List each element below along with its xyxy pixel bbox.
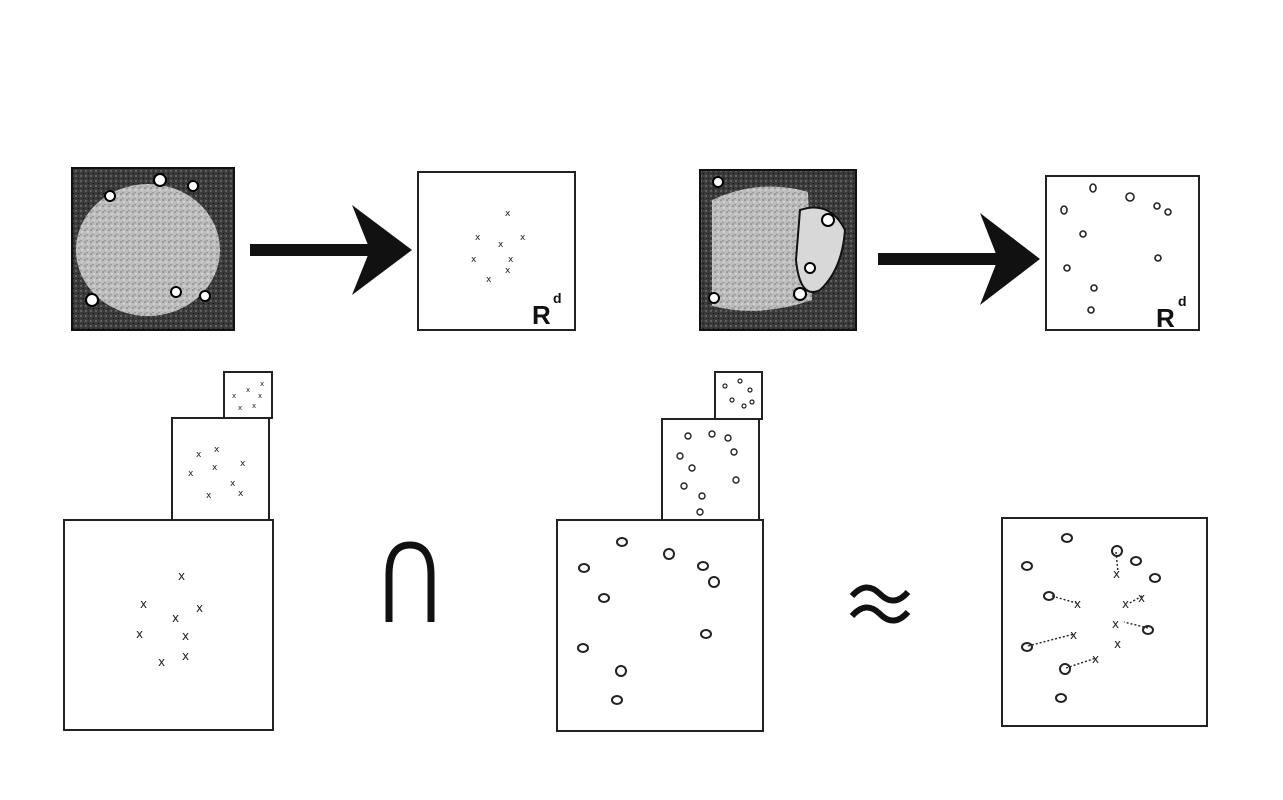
svg-text:x: x: [1122, 597, 1129, 611]
pyramid-middle-level-1-points: [676, 430, 740, 516]
svg-text:x: x: [206, 491, 212, 501]
svg-text:x: x: [212, 463, 218, 473]
feature-space-left: x x x x x x x x R d: [417, 171, 576, 331]
svg-text:R: R: [532, 300, 551, 330]
match-x-points: x x x x x x x x: [1070, 567, 1145, 666]
svg-text:x: x: [1112, 617, 1119, 631]
feature-points-o: [1060, 183, 1172, 314]
svg-text:x: x: [1070, 628, 1077, 642]
arrow-right-icon: [250, 205, 412, 295]
match-o-points: [1021, 533, 1161, 703]
svg-text:x: x: [505, 266, 511, 276]
svg-text:x: x: [182, 649, 189, 663]
space-label-rd-2: R d: [1156, 293, 1187, 333]
svg-text:x: x: [508, 255, 514, 265]
svg-text:x: x: [252, 402, 256, 410]
svg-text:x: x: [214, 445, 220, 455]
photo-right: [699, 169, 857, 331]
matching-result: x x x x x x x x: [1001, 517, 1208, 727]
pyramid-middle-level-0-points: [577, 537, 720, 705]
space-label-rd: R d: [532, 290, 562, 330]
svg-text:x: x: [471, 255, 477, 265]
svg-text:x: x: [258, 392, 262, 400]
svg-text:x: x: [1114, 637, 1121, 651]
svg-text:x: x: [196, 601, 203, 615]
photo-left: [71, 167, 235, 331]
svg-text:x: x: [238, 404, 242, 412]
svg-text:x: x: [475, 233, 481, 243]
svg-text:x: x: [140, 597, 147, 611]
svg-text:x: x: [520, 233, 526, 243]
svg-text:x: x: [172, 611, 179, 625]
svg-text:x: x: [1074, 597, 1081, 611]
feature-space-right: R d: [1045, 175, 1200, 333]
pyramid-middle: [556, 371, 764, 732]
svg-text:x: x: [196, 450, 202, 460]
approx-symbol: [849, 584, 911, 624]
svg-text:x: x: [486, 275, 492, 285]
feature-points-x: x x x x x x x x: [471, 209, 526, 285]
svg-text:x: x: [232, 392, 236, 400]
svg-text:x: x: [1092, 652, 1099, 666]
svg-text:x: x: [182, 629, 189, 643]
svg-text:x: x: [230, 479, 236, 489]
svg-text:x: x: [238, 489, 244, 499]
intersection-symbol: [385, 541, 435, 622]
svg-text:x: x: [1113, 567, 1120, 581]
svg-text:x: x: [188, 469, 194, 479]
svg-text:x: x: [136, 627, 143, 641]
svg-text:x: x: [260, 380, 264, 388]
svg-text:x: x: [505, 209, 511, 219]
svg-text:x: x: [240, 459, 246, 469]
svg-text:x: x: [1138, 591, 1145, 605]
svg-text:R: R: [1156, 303, 1175, 333]
svg-text:d: d: [1178, 293, 1187, 309]
svg-text:x: x: [498, 240, 504, 250]
svg-text:d: d: [553, 290, 562, 306]
arrow-right-icon-2: [878, 213, 1040, 305]
pyramid-middle-level-2-points: [722, 378, 755, 409]
svg-text:x: x: [158, 655, 165, 669]
svg-text:x: x: [246, 386, 250, 394]
svg-text:x: x: [178, 569, 185, 583]
